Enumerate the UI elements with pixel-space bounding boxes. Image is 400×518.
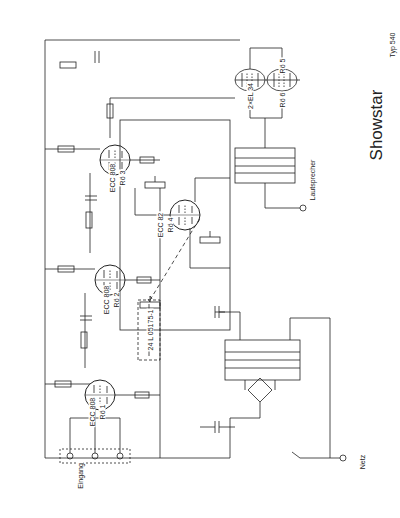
wire — [235, 48, 300, 118]
component-label: Rö 4 — [167, 217, 174, 234]
filter-capacitor — [200, 306, 240, 433]
supply-rail — [45, 40, 46, 458]
component-label: Rö 5 — [279, 58, 286, 75]
rectifier-bridge — [248, 378, 272, 402]
component-label: Rö 6 — [279, 92, 286, 109]
tube-symbol — [95, 265, 125, 295]
circuit — [45, 40, 346, 463]
output-transformer — [235, 118, 306, 211]
chassis-box — [120, 120, 230, 330]
component-label: ECC 808 — [103, 285, 110, 315]
component-label: Rö 3 — [119, 170, 126, 187]
component-label: 2×EL 34 — [247, 82, 254, 110]
reverb-spiral — [138, 300, 160, 360]
component-label: Netz — [359, 454, 366, 470]
diagram-title: Showstar — [368, 88, 385, 163]
power-transformer — [225, 340, 300, 380]
component-label: Rö 1 — [99, 404, 106, 421]
capacitor-symbol — [80, 51, 99, 320]
wire — [45, 98, 235, 418]
component-label: Eingang — [77, 462, 84, 490]
component-label: 24 L 05175-1 — [147, 309, 154, 352]
wire — [45, 40, 240, 41]
component-label: Typ 540 — [389, 32, 396, 59]
wire — [45, 380, 275, 458]
component-label: ECC 82 — [157, 212, 164, 239]
mains-plug — [340, 455, 346, 461]
component-label: ECC 808 — [109, 163, 116, 193]
component-label: Lautsprecher — [309, 159, 316, 202]
mains-switch — [290, 318, 330, 458]
resistor-symbol — [55, 62, 154, 398]
wire — [135, 178, 230, 268]
component-label: ECC 808 — [89, 397, 96, 427]
potentiometer-symbol — [140, 176, 220, 308]
component-label: Rö 2 — [113, 292, 120, 309]
wire — [330, 458, 340, 459]
